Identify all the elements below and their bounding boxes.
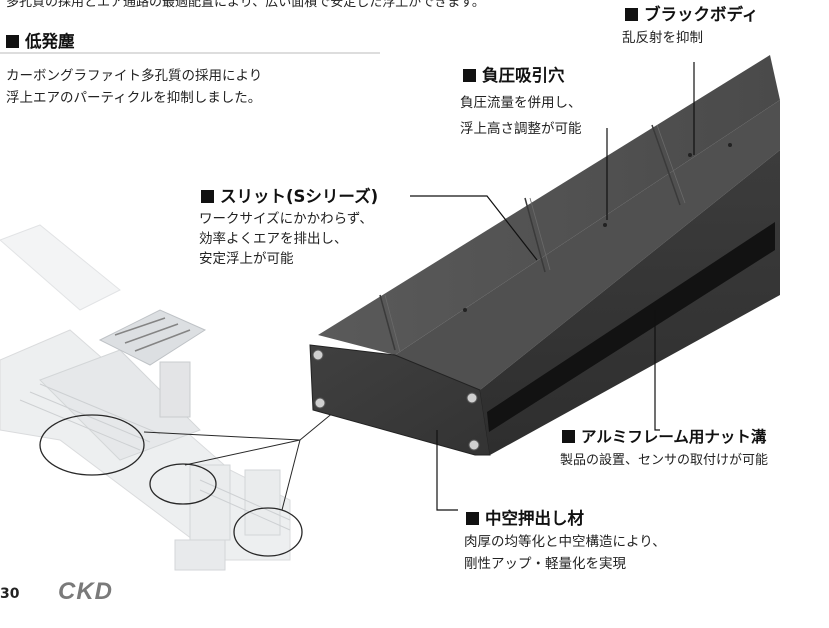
hollow-extrusion-line-1: 肉厚の均等化と中空構造により、 <box>464 534 666 550</box>
black-body-description: 乱反射を抑制 <box>622 27 703 49</box>
low-dust-line-2: 浮上エアのパーティクルを抑制しました。 <box>6 90 262 106</box>
slit-line-1: ワークサイズにかかわらず、 <box>199 211 373 227</box>
slit-heading: スリット(Sシリーズ) <box>201 187 378 207</box>
page-number: 30 <box>0 586 20 602</box>
black-body-line-1: 乱反射を抑制 <box>622 30 703 46</box>
black-body-heading: ブラックボディ <box>625 5 758 25</box>
conveyor-illustration <box>0 224 364 571</box>
nut-groove <box>487 222 775 432</box>
aluminum-frame-description: 製品の設置、センサの取付けが可能 <box>560 450 768 472</box>
heading-marker <box>466 512 479 525</box>
heading-marker <box>463 69 476 82</box>
bar-top-face <box>318 55 780 355</box>
air-float-unit <box>309 55 780 456</box>
heading-marker <box>201 190 214 203</box>
highlight-circle-1 <box>39 414 145 476</box>
heading-marker <box>562 430 575 443</box>
heading-marker <box>625 8 638 21</box>
aluminum-frame-line-1: 製品の設置、センサの取付けが可能 <box>560 453 769 468</box>
leader-lines <box>410 62 695 511</box>
slit-line-2: 効率よくエアを排出し、 <box>199 231 348 247</box>
slit-line-3: 安定浮上が可能 <box>199 251 294 267</box>
highlight-circle-2 <box>149 463 217 505</box>
slit-description: ワークサイズにかかわらず、 効率よくエアを排出し、 安定浮上が可能 <box>199 209 373 269</box>
intro-text: 多孔質の採用とエア通路の最適配置により、広い面積で安定した浮上ができます。 <box>6 0 485 10</box>
vacuum-hole-description: 負圧流量を併用し、 浮上高さ調整が可能 <box>460 90 582 142</box>
vacuum-hole-title: 負圧吸引穴 <box>482 66 565 85</box>
aluminum-frame-heading: アルミフレーム用ナット溝 <box>562 427 766 447</box>
low-dust-description: カーボングラファイト多孔質の採用により 浮上エアのパーティクルを抑制しました。 <box>6 65 262 109</box>
low-dust-heading: 低発塵 <box>6 32 75 52</box>
slit-title: スリット(Sシリーズ) <box>220 187 379 206</box>
ckd-logo: CKD <box>58 578 113 605</box>
low-dust-line-1: カーボングラファイト多孔質の採用により <box>6 68 263 84</box>
hollow-extrusion-heading: 中空押出し材 <box>466 509 584 529</box>
hollow-extrusion-line-2: 剛性アップ・軽量化を実現 <box>464 556 626 572</box>
hollow-extrusion-description: 肉厚の均等化と中空構造により、 剛性アップ・軽量化を実現 <box>464 531 666 575</box>
vacuum-hole-line-1: 負圧流量を併用し、 <box>460 95 582 111</box>
heading-marker <box>6 35 19 48</box>
section-divider <box>0 52 380 54</box>
vacuum-hole-heading: 負圧吸引穴 <box>463 66 565 86</box>
black-body-title: ブラックボディ <box>644 5 759 24</box>
aluminum-frame-title: アルミフレーム用ナット溝 <box>581 428 767 446</box>
highlight-circle-3 <box>233 507 303 557</box>
low-dust-title: 低発塵 <box>25 32 75 51</box>
vacuum-hole-line-2: 浮上高さ調整が可能 <box>460 121 582 137</box>
hollow-extrusion-title: 中空押出し材 <box>485 509 584 528</box>
